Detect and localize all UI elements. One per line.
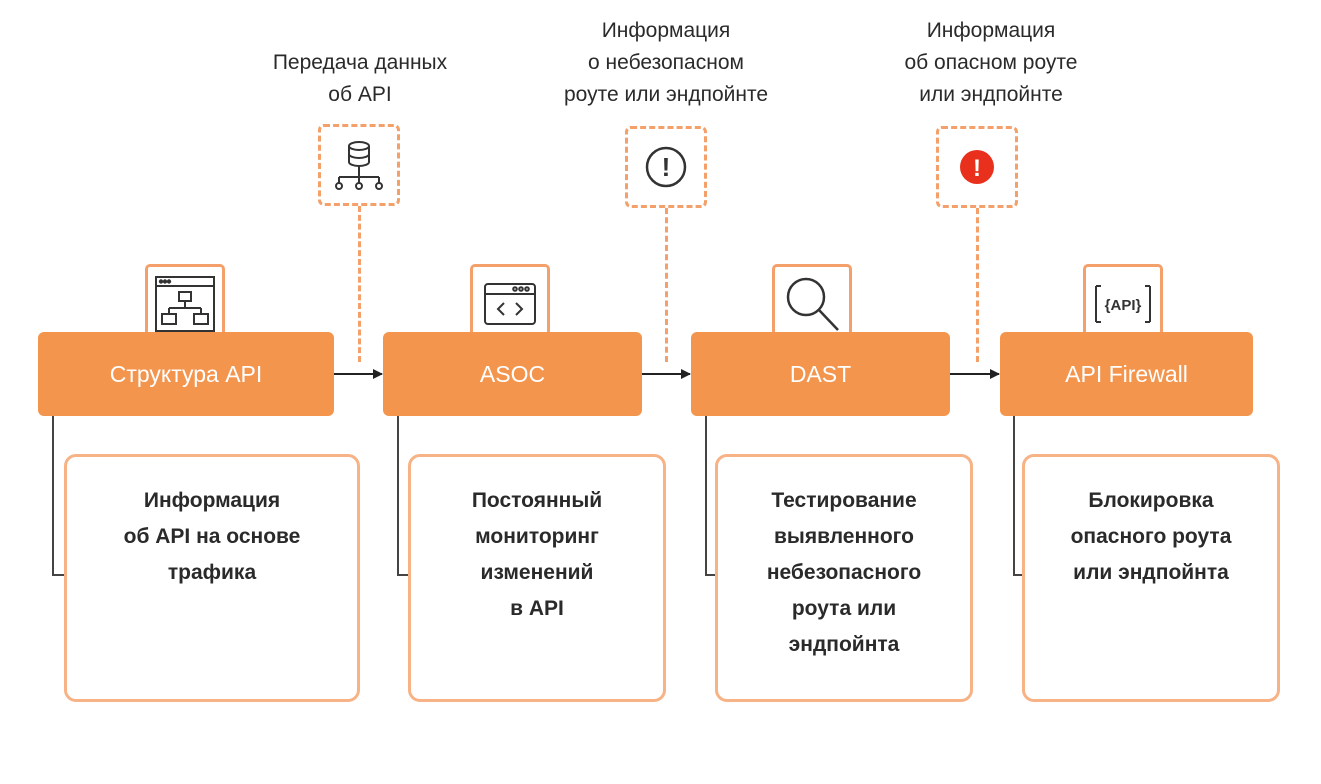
warning-filled-mark: ! — [973, 155, 981, 182]
info-label-api-transfer: Передача данных об API — [272, 51, 448, 106]
info-label-dangerous-route: Информация об опасном роуте или эндпойнт… — [904, 19, 1078, 106]
stage-3-bracket — [705, 416, 721, 576]
stage-2-icon-tab — [470, 264, 550, 344]
stage-1-bracket — [52, 416, 68, 576]
code-window-icon — [484, 283, 536, 325]
dashed-connector-1 — [358, 206, 361, 362]
stage-4-icon-tab: {API} — [1083, 264, 1163, 344]
database-network-icon — [335, 141, 383, 190]
stage-1-title: Структура API — [109, 360, 263, 387]
warning-filled-box: ! — [936, 126, 1018, 208]
stage-4-bracket — [1013, 416, 1029, 576]
stage-1-description: Информация об API на основе трафика — [64, 454, 360, 702]
dashed-connector-3 — [976, 208, 979, 362]
stage-4-title: API Firewall — [1065, 360, 1188, 387]
stage-2-bracket — [397, 416, 413, 576]
stage-2-title: ASOC — [479, 360, 546, 387]
stage-2-description: Постоянный мониторинг изменений в API — [408, 454, 666, 702]
magnifier-icon — [786, 277, 839, 331]
info-label-unsafe-route: Информация о небезопасном роуте или эндп… — [563, 19, 769, 106]
sitemap-window-icon — [155, 276, 215, 332]
stage-4-bar: API Firewall — [1000, 332, 1253, 416]
api-braces-icon: {API} — [1095, 285, 1151, 323]
warning-filled-icon: ! — [960, 150, 994, 184]
warning-outline-mark: ! — [662, 152, 671, 182]
dashed-connector-2 — [665, 208, 668, 362]
database-network-box — [318, 124, 400, 206]
stage-2-bar: ASOC — [383, 332, 642, 416]
warning-outline-box: ! — [625, 126, 707, 208]
stage-3-bar: DAST — [691, 332, 950, 416]
stage-3-description: Тестирование выявленного небезопасного р… — [715, 454, 973, 702]
stage-4-description: Блокировка опасного роута или эндпойнта — [1022, 454, 1280, 702]
stage-1-bar: Структура API — [38, 332, 334, 416]
api-braces-label: {API} — [1105, 297, 1142, 314]
stage-3-icon-tab — [772, 264, 852, 344]
warning-outline-icon: ! — [645, 146, 687, 188]
stage-3-title: DAST — [789, 360, 852, 387]
stage-1-icon-tab — [145, 264, 225, 344]
